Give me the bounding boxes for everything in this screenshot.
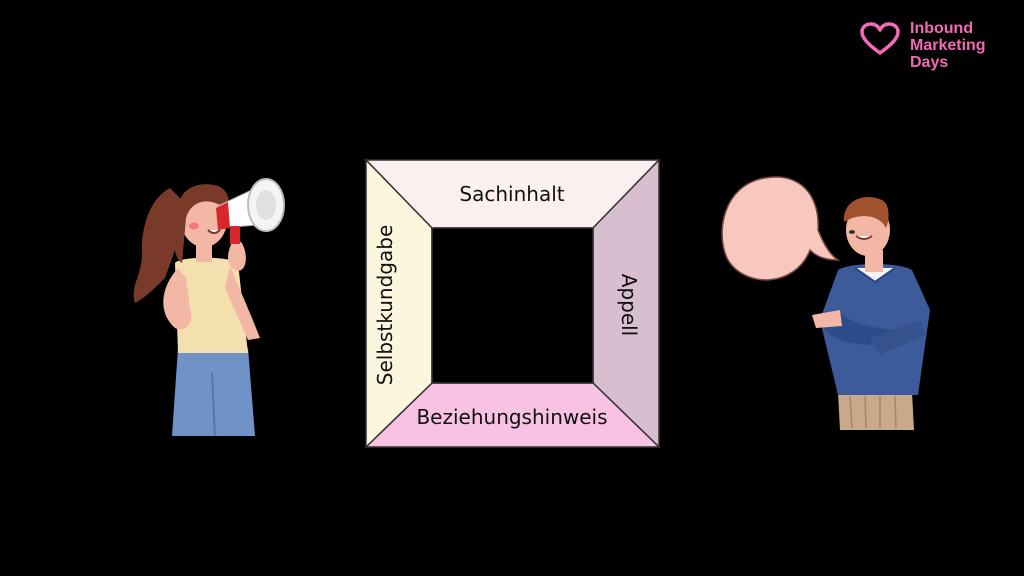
speech-bubble	[721, 176, 841, 281]
four-sides-diagram: Sachinhalt Beziehungshinweis Selbstkundg…	[364, 158, 661, 449]
heart-icon	[860, 22, 900, 55]
label-beziehungshinweis: Beziehungshinweis	[416, 405, 607, 429]
label-selbstkundgabe: Selbstkundgabe	[373, 225, 397, 385]
label-appell: Appell	[617, 274, 641, 337]
center-square	[431, 227, 594, 384]
brand-name: Inbound Marketing Days	[910, 20, 986, 71]
brand-line-2: Marketing	[910, 37, 986, 54]
man-with-speech-bubble	[721, 176, 930, 430]
label-sachinhalt: Sachinhalt	[459, 182, 564, 206]
brand-logo: Inbound Marketing Days	[860, 20, 1010, 76]
brand-line-3: Days	[910, 54, 949, 71]
woman-with-megaphone	[133, 178, 285, 437]
brand-line-1: Inbound	[910, 20, 974, 37]
